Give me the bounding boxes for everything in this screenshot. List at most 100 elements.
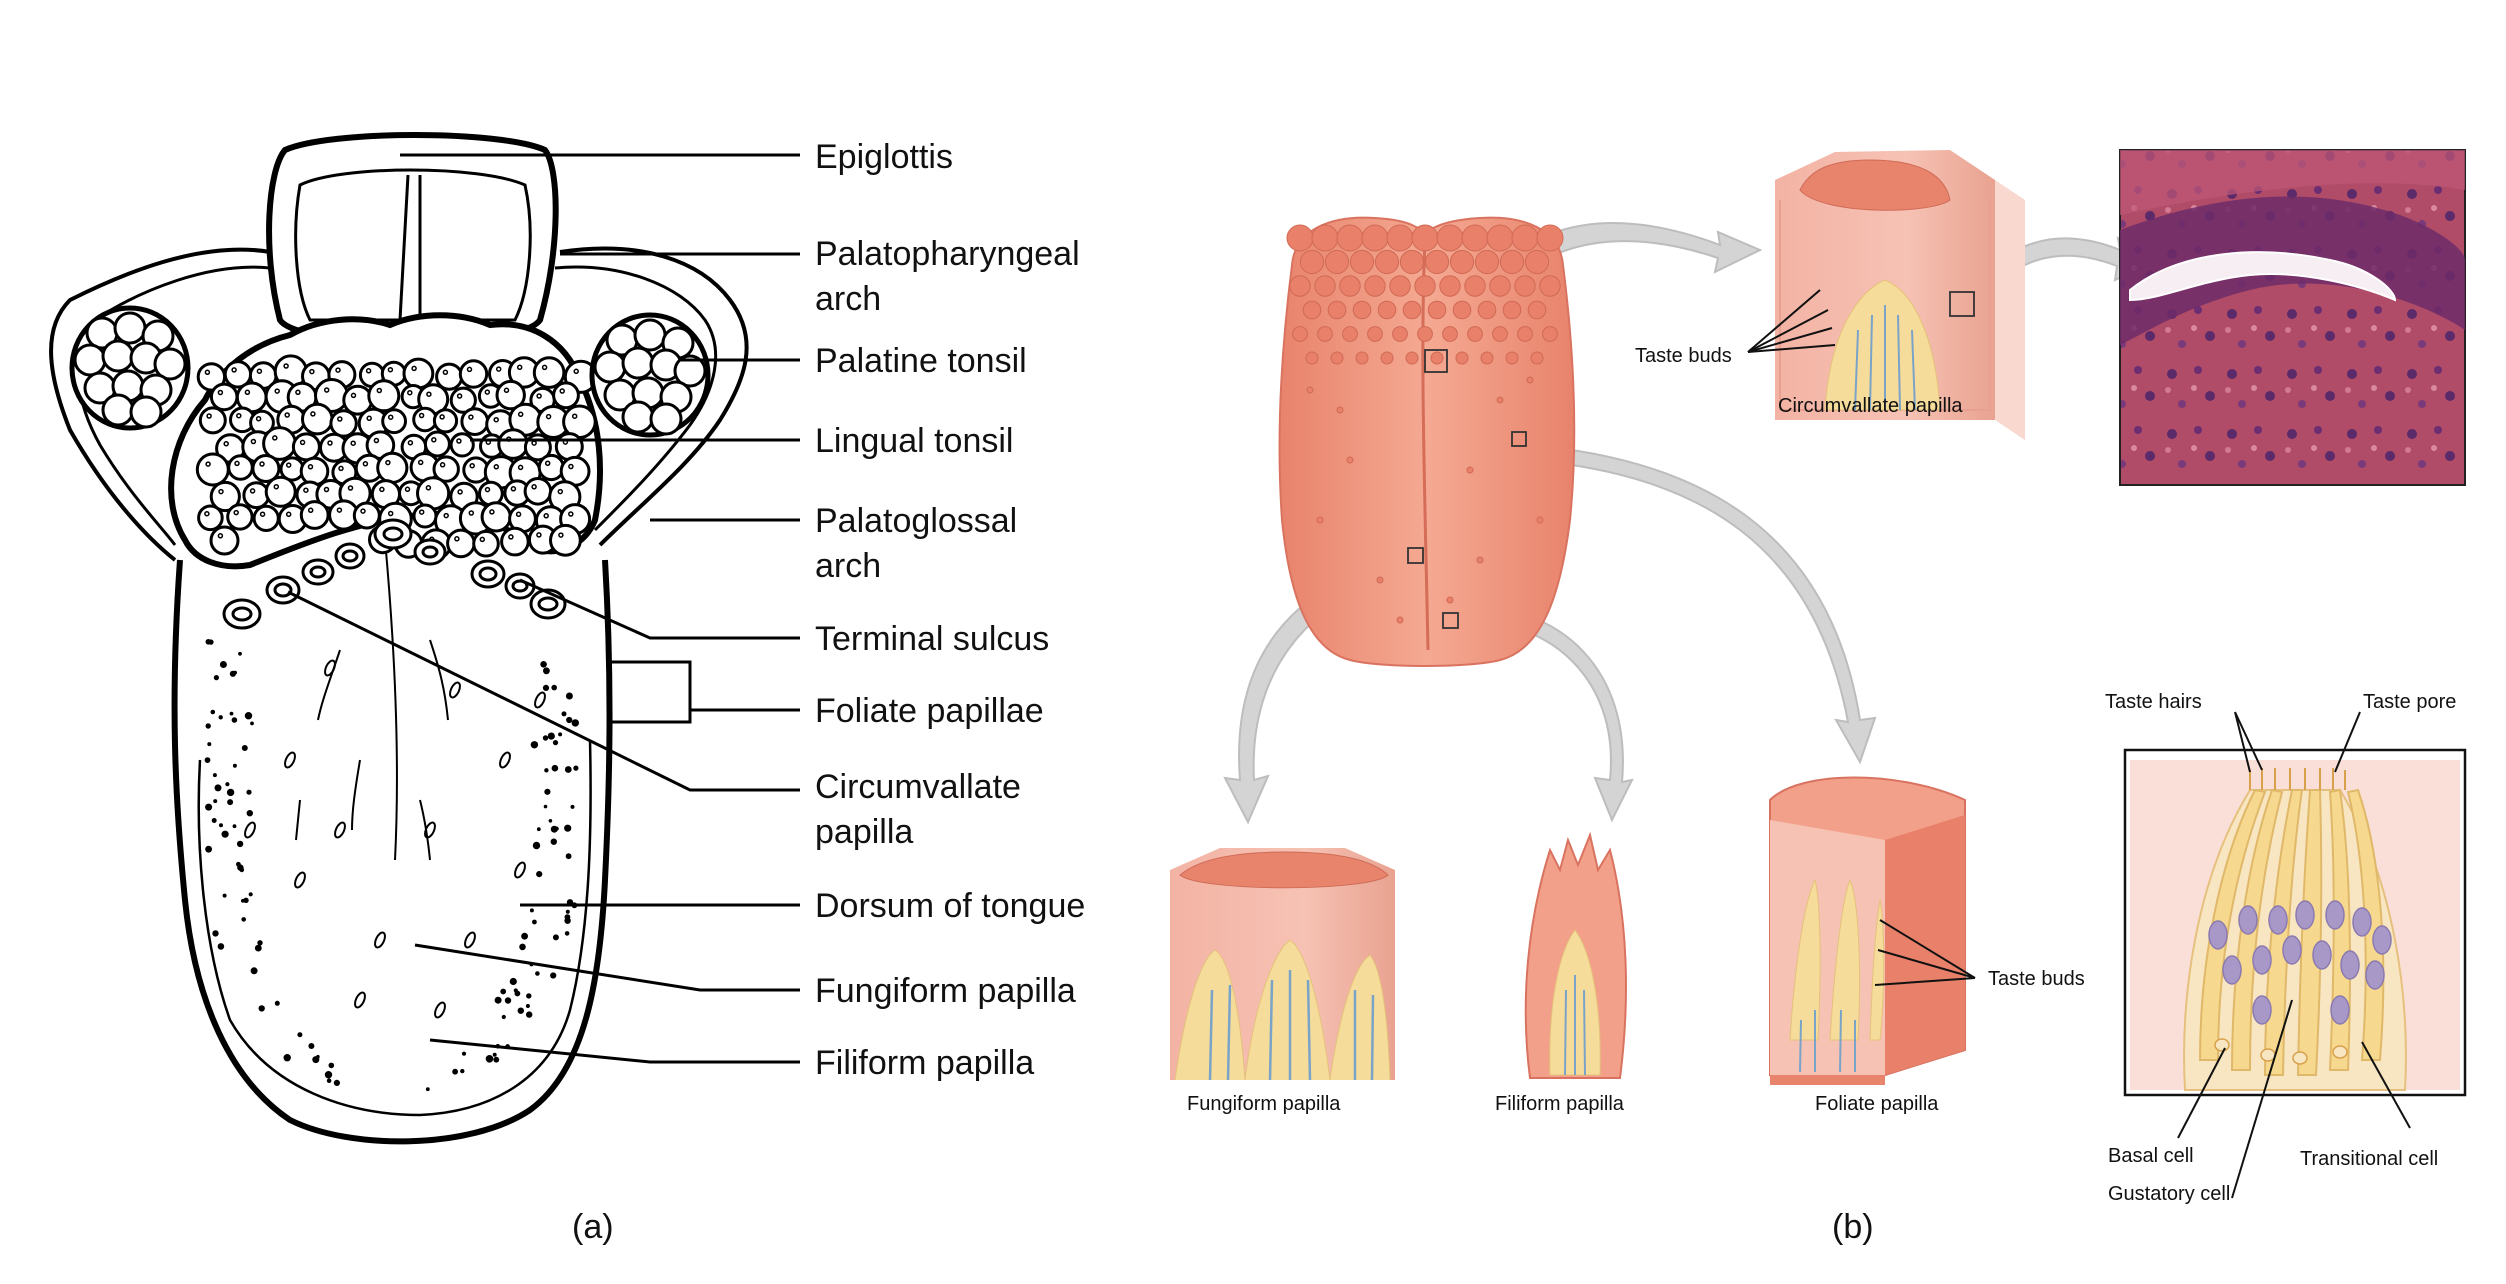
lingual-tonsil-nodule <box>198 406 227 435</box>
tongue-papilla-dot <box>1496 396 1504 404</box>
lingual-tonsil-crypt <box>295 389 301 396</box>
tongue-papilla-bump <box>1399 249 1425 275</box>
label-filiform-papilla: Filiform papilla <box>1495 1093 1625 1115</box>
papilla-dot <box>526 993 532 999</box>
tongue-papilla-bump <box>1349 249 1375 275</box>
papilla-dot <box>570 804 575 809</box>
papilla-dot <box>324 1071 333 1079</box>
lingual-tonsil-crypt <box>259 461 265 467</box>
papilla-dot <box>297 1032 303 1038</box>
fungiform-oval <box>434 1001 446 1019</box>
lingual-tonsil-crypt <box>385 459 391 466</box>
tongue-papilla-bump <box>1402 300 1422 320</box>
caption-panel-a: (a) <box>572 1208 614 1246</box>
lingual-tonsil-crypt <box>256 368 263 374</box>
papilla-dot <box>246 789 252 795</box>
lingual-tonsil-crypt <box>336 507 343 513</box>
papilla-dot <box>250 721 254 726</box>
lingual-tonsil-crypt <box>404 486 411 493</box>
label-filiform-papilla: Filiform papilla <box>815 1044 1034 1082</box>
tongue-illustration <box>1278 216 1576 667</box>
papilla-dot <box>543 804 548 809</box>
lingual-tonsil-nodule <box>449 386 477 414</box>
label-palatopharyngeal-arch-2: arch <box>815 280 881 318</box>
lingual-tonsil-crypt <box>484 486 491 493</box>
lingual-tonsil-crypt <box>299 439 306 446</box>
lingual-tonsil-crypt <box>274 388 280 394</box>
lingual-tonsil-crypt <box>323 486 330 493</box>
papilla-dot <box>550 825 558 833</box>
papilla-dot <box>532 919 537 925</box>
lingual-tonsil-crypt <box>495 366 502 372</box>
papilla-dot <box>326 1078 332 1083</box>
papilla-dot <box>236 861 241 867</box>
lingual-tonsil-crypt <box>536 393 542 399</box>
lingual-tonsil-nodule <box>299 500 330 530</box>
tongue-papilla-bump <box>1486 224 1514 252</box>
palatine-tonsil-nodule <box>649 402 683 436</box>
papilla-dot <box>558 732 563 737</box>
label-taste-pore: Taste pore <box>2363 691 2456 713</box>
papilla-dot <box>208 639 214 645</box>
papilla-dot <box>238 651 242 656</box>
tongue-papilla-bump <box>1377 300 1397 320</box>
lingual-tonsil-crypt <box>573 368 579 375</box>
lingual-tonsil-crypt <box>350 440 356 446</box>
lingual-tonsil-crypt <box>571 413 578 419</box>
taste-bud-leader-lines <box>2177 711 2411 1199</box>
papilla-dot <box>205 845 213 853</box>
tongue-outline <box>171 559 613 1145</box>
lingual-tonsil-crypt <box>517 464 524 471</box>
lingual-tonsil-crypt <box>335 367 341 373</box>
papilla-dot <box>544 768 549 773</box>
lingual-tonsil-crypt <box>205 461 211 467</box>
tongue-papilla-bump <box>1305 351 1319 365</box>
lingual-tonsil-crypt <box>557 488 564 495</box>
caption-panel-b: (b) <box>1832 1208 1874 1246</box>
tongue-papilla-bump <box>1474 249 1500 275</box>
tongue-papilla-bump <box>1514 275 1536 297</box>
lingual-tonsil-crypt <box>531 484 537 490</box>
fungiform-oval <box>244 821 256 839</box>
papilla-dot <box>231 717 238 723</box>
label-lingual-tonsil: Lingual tonsil <box>815 422 1013 460</box>
papilla-dot <box>509 977 517 986</box>
papilla-dot <box>573 765 579 771</box>
label-palatoglossal-arch-1: Palatoglossal <box>815 502 1017 540</box>
label-fungiform-papilla: Fungiform papilla <box>815 972 1076 1010</box>
fungiform-oval <box>424 821 436 839</box>
lingual-tonsil-crypt <box>443 512 449 519</box>
lingual-tonsil-crypt <box>327 440 333 446</box>
papilla-dot <box>218 715 223 720</box>
papilla-dot <box>328 1062 335 1069</box>
foliate-papilla-block <box>1769 776 1966 1085</box>
lingual-tonsil-nodule <box>376 451 409 484</box>
tongue-papilla-bump <box>1327 300 1347 320</box>
tongue-papilla-bump <box>1339 275 1361 297</box>
papilla-dot <box>283 1054 291 1062</box>
tongue-papilla-bump <box>1536 224 1564 252</box>
tongue-papilla-bump <box>1289 275 1311 297</box>
lingual-tonsil-crypt <box>365 368 372 374</box>
lingual-tonsil-crypt <box>468 414 474 420</box>
tongue-papilla-bump <box>1299 249 1325 275</box>
tongue-bumps <box>1286 224 1564 624</box>
lingual-tonsil-crypt <box>323 387 330 393</box>
panel-a-leader-lines <box>287 153 800 1064</box>
lingual-tonsil-crypt <box>373 437 380 444</box>
tongue-papilla-bump <box>1302 300 1322 320</box>
lingual-tonsil <box>168 312 603 570</box>
papilla-dot <box>551 764 559 772</box>
lingual-tonsil-crypt <box>442 369 449 376</box>
tongue-papilla-dot <box>1466 466 1474 474</box>
papilla-dot <box>494 996 502 1004</box>
lingual-tonsil-nodule <box>301 402 334 436</box>
lingual-tonsil-crypt <box>283 363 289 369</box>
lingual-tonsil-crypt <box>456 438 462 444</box>
tongue-papilla-dot <box>1346 456 1354 464</box>
fungiform-oval <box>354 991 366 1009</box>
tongue-papilla-bump <box>1436 224 1464 252</box>
papilla-dot <box>233 670 238 675</box>
papilla-dot <box>530 741 539 749</box>
papilla-dot <box>213 799 218 804</box>
